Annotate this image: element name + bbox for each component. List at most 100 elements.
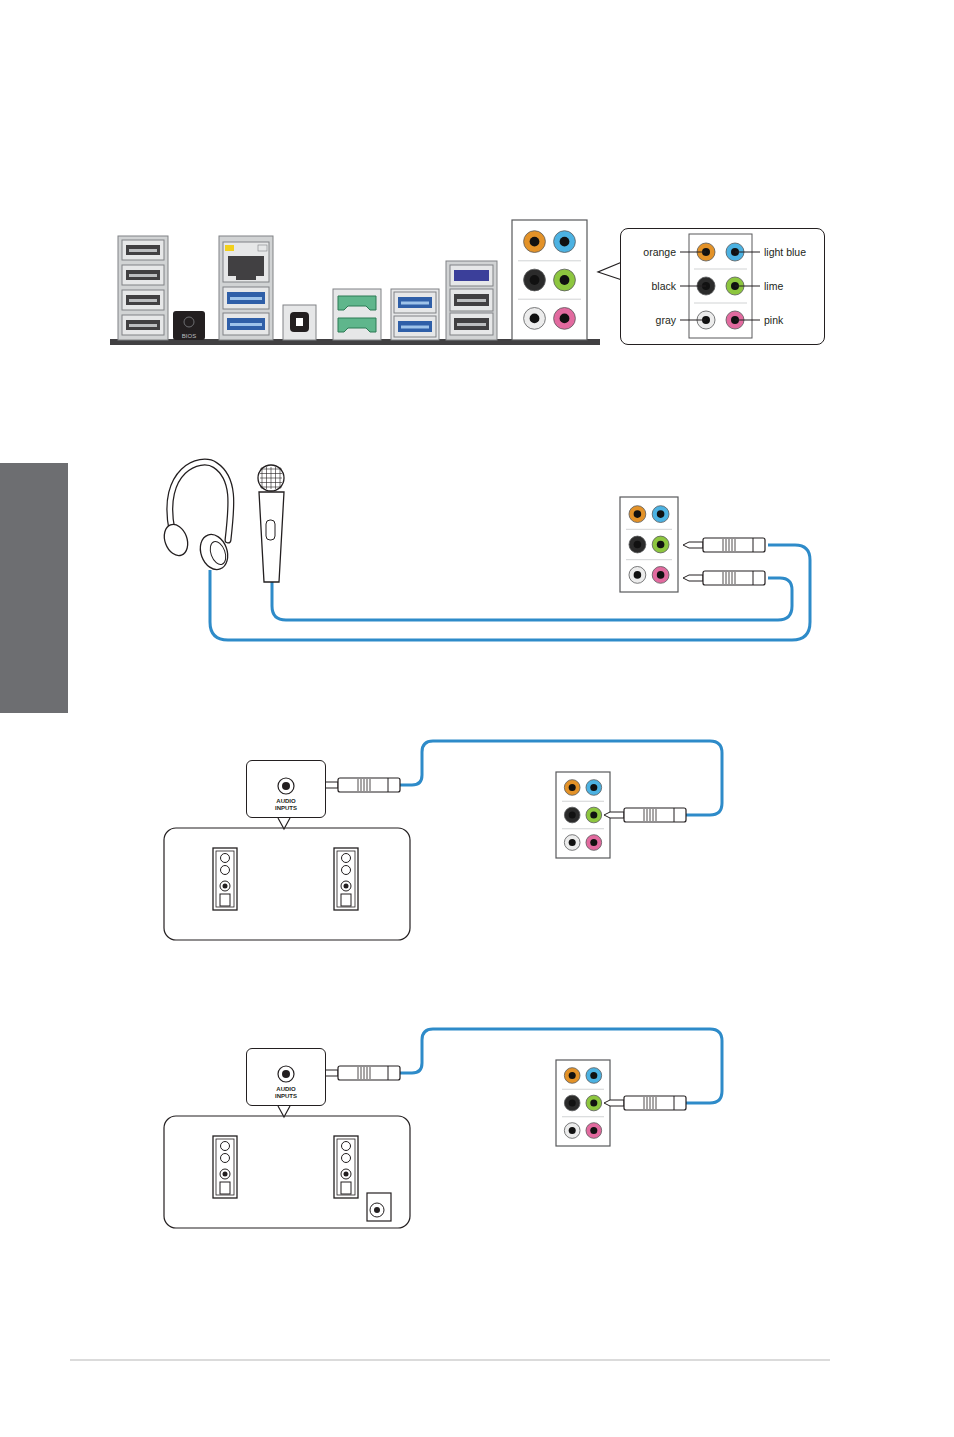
plug-grip xyxy=(735,539,736,551)
side-tab xyxy=(0,463,68,713)
plug-collar xyxy=(674,808,675,822)
speaker-front xyxy=(337,1139,355,1195)
esata-port xyxy=(338,296,376,310)
ear-cup-pad xyxy=(207,539,228,566)
subwoofer-driver xyxy=(370,1203,384,1217)
audio-panel xyxy=(620,497,678,592)
usb3-slot xyxy=(398,297,432,308)
jack-hole xyxy=(569,839,576,846)
audio-jack xyxy=(564,1068,580,1084)
mic-grille xyxy=(280,467,281,489)
usb-port xyxy=(122,265,164,285)
lan-usb-housing xyxy=(219,236,273,340)
audio-jack xyxy=(524,269,546,291)
panel-divider xyxy=(562,1089,604,1090)
plug-grip xyxy=(723,539,724,551)
plug-grip xyxy=(726,539,727,551)
plug-body xyxy=(703,571,765,585)
plug-grip xyxy=(644,1097,645,1109)
jack-hole xyxy=(560,237,570,247)
audio-jack xyxy=(586,1068,602,1084)
audio-panel xyxy=(512,220,587,340)
speaker-driver xyxy=(342,854,351,863)
panel-divider xyxy=(626,559,672,560)
jack-hole xyxy=(634,510,642,518)
plug-grip xyxy=(367,779,368,791)
jack-hole xyxy=(530,275,540,285)
subwoofer-driver xyxy=(374,1207,380,1213)
color-label: gray xyxy=(656,314,676,326)
callout-art xyxy=(620,228,825,345)
plug-grip xyxy=(361,1067,362,1079)
mic-switch xyxy=(266,520,275,540)
panel-divider xyxy=(562,1116,604,1117)
plug-grip xyxy=(653,1097,654,1109)
callout-jacks xyxy=(680,234,760,338)
audio-jack xyxy=(586,1095,602,1111)
mic-grille xyxy=(260,487,282,488)
plug-grip xyxy=(732,572,733,584)
speaker-set-box xyxy=(164,1116,410,1228)
jack-hole xyxy=(634,541,642,549)
speaker-woofer xyxy=(223,1172,228,1177)
plug-grip xyxy=(735,572,736,584)
plug-grip xyxy=(656,809,657,821)
callout-pointer xyxy=(278,1106,290,1117)
color-label: black xyxy=(651,280,676,292)
speaker-front xyxy=(216,1139,234,1195)
lan-led xyxy=(225,245,234,251)
speaker-woofer xyxy=(344,1172,349,1177)
speaker-woofer xyxy=(344,884,349,889)
footer-rule xyxy=(70,1359,830,1361)
usb-tongue xyxy=(129,299,157,302)
jack-hole xyxy=(569,1127,576,1134)
jack-hole xyxy=(560,275,570,285)
usb-slot xyxy=(126,245,160,255)
bios-button xyxy=(173,311,205,340)
usb3-tongue xyxy=(230,323,262,326)
panel-divider xyxy=(626,529,672,530)
ear-cup xyxy=(160,521,192,559)
speaker-port xyxy=(220,1182,230,1194)
plug-grip xyxy=(726,572,727,584)
usb-tongue xyxy=(129,249,157,252)
speaker xyxy=(334,1136,358,1198)
jack-hole xyxy=(569,811,576,818)
plug-grip xyxy=(358,1067,359,1079)
plug-collar xyxy=(388,778,389,792)
speaker-woofer xyxy=(341,1169,351,1179)
jack-icon xyxy=(278,1066,294,1082)
mic-grille xyxy=(260,482,282,483)
usb3-slot xyxy=(398,321,432,332)
jack-hole xyxy=(282,782,290,790)
plug-grip xyxy=(723,572,724,584)
color-label: orange xyxy=(643,246,676,258)
plug-body xyxy=(624,808,686,822)
speaker-front xyxy=(337,851,355,907)
plug-grip xyxy=(647,1097,648,1109)
audio-jack xyxy=(586,1123,602,1139)
audio-jack xyxy=(554,308,576,330)
jack-hole xyxy=(657,571,665,579)
optical-port xyxy=(283,305,316,340)
jack-hole xyxy=(590,1127,597,1134)
usb-tongue xyxy=(129,324,157,327)
speaker xyxy=(213,848,237,910)
cable xyxy=(210,545,810,640)
plug-grip xyxy=(370,1067,371,1079)
usb3-housing xyxy=(391,289,439,340)
jack-hole xyxy=(530,237,540,247)
speaker-driver xyxy=(221,1142,230,1151)
plug-tip xyxy=(683,542,703,548)
jack-icon xyxy=(247,769,327,799)
speaker-port xyxy=(341,1182,351,1194)
lan-port xyxy=(223,242,269,282)
audio-jack xyxy=(586,835,602,851)
plug-body xyxy=(338,778,400,792)
color-label: pink xyxy=(764,314,783,326)
panel-divider xyxy=(694,303,747,304)
usb-port xyxy=(122,315,164,335)
rear-io-panel xyxy=(110,220,600,345)
jack-hole xyxy=(590,1099,597,1106)
